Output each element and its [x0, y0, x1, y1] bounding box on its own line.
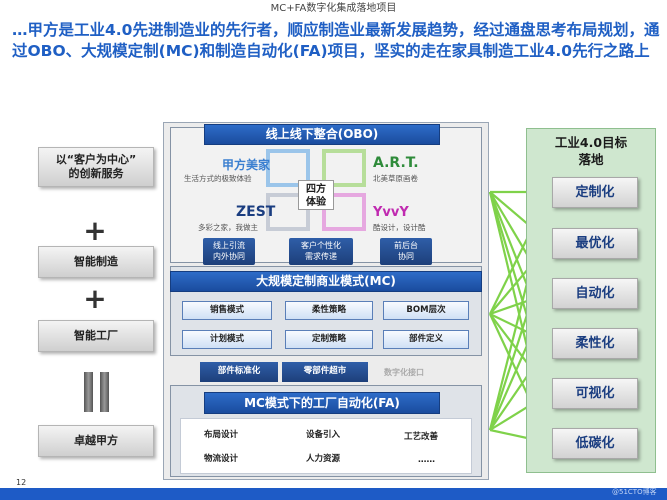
digital-interface-label: 数字化接口 — [384, 368, 424, 377]
obo-header: 线上线下整合(OBO) — [204, 124, 440, 145]
mc-cell-component-definition: 部件定义 — [383, 330, 469, 349]
slide-title: MC+FA数字化集成落地项目 — [270, 3, 397, 14]
equals-bar-right — [100, 372, 109, 412]
target-low-carbon: 低碳化 — [552, 428, 638, 459]
strip-component-standardization: 部件标准化 — [200, 362, 278, 382]
square-green — [322, 149, 366, 187]
fa-item-layout-design: 布局设计 — [204, 430, 239, 440]
equals-bar-left — [84, 372, 93, 412]
pill-front-back-coordination: 前后台 协同 — [380, 238, 432, 265]
mc-cell-sales-mode: 销售模式 — [182, 301, 272, 320]
quadrant-zest-subtitle: 多彩之家，我做主 — [198, 223, 258, 232]
strip-parts-supermarket: 零部件超市 — [282, 362, 368, 382]
quadrant-yvvy-title: YvvY — [373, 205, 409, 220]
target-panel-title: 工业4.0目标 落地 — [554, 135, 628, 167]
mc-cell-bom-level: BOM层次 — [383, 301, 469, 320]
headline: …甲方是工业4.0先进制造业的先行者，顺应制造业最新发展趋势，经过通盘思考布局规… — [12, 21, 660, 60]
quadrant-art-title: A.R.T. — [373, 155, 419, 171]
quadrant-art-subtitle: 北美草原画卷 — [373, 174, 418, 183]
target-visualization: 可视化 — [552, 378, 638, 409]
pill-personalized-demand: 客户个性化 需求传递 — [289, 238, 353, 265]
square-gray — [266, 193, 310, 231]
target-automation: 自动化 — [552, 278, 638, 309]
excellent-company-box: 卓越甲方 — [38, 425, 154, 457]
fa-item-human-resources: 人力资源 — [306, 454, 341, 464]
square-pink — [322, 193, 366, 231]
mc-cell-planning-mode: 计划模式 — [182, 330, 272, 349]
fa-item-process-improvement: 工艺改善 — [404, 432, 439, 442]
fa-item-ellipsis: …… — [418, 455, 435, 465]
mc-cell-flexible-strategy: 柔性策略 — [285, 301, 373, 320]
plus-sign-1: + — [83, 214, 107, 247]
quadrant-zest-title: ZEST — [236, 204, 276, 220]
pill-online-traffic: 线上引流 内外协同 — [203, 238, 255, 265]
four-square-graphic — [266, 149, 366, 231]
customer-centric-box: 以“客户为中心” 的创新服务 — [38, 147, 154, 187]
target-flexibility: 柔性化 — [552, 328, 638, 359]
square-blue — [266, 149, 310, 187]
quadrant-yvvy-subtitle: 酷设计，设计酷 — [373, 223, 426, 232]
quadrant-jiafang-title: 甲方美家 — [222, 158, 271, 172]
smart-manufacturing-box: 智能制造 — [38, 246, 154, 278]
page-number: 12 — [16, 478, 27, 487]
fa-header: MC模式下的工厂自动化(FA) — [204, 392, 440, 414]
target-customization: 定制化 — [552, 177, 638, 208]
fa-item-equipment-introduction: 设备引入 — [306, 430, 341, 440]
mc-cell-customization-strategy: 定制策略 — [285, 330, 373, 349]
mc-header: 大规模定制商业模式(MC) — [170, 271, 482, 292]
plus-sign-2: + — [83, 282, 107, 315]
watermark: @51CTO博客 — [612, 488, 657, 496]
fa-item-logistics-design: 物流设计 — [204, 454, 239, 464]
footer-bar — [0, 488, 667, 500]
four-party-experience: 四方 体验 — [298, 180, 334, 210]
target-optimization: 最优化 — [552, 228, 638, 259]
fa-items-area — [180, 418, 472, 474]
quadrant-jiafang-subtitle: 生活方式的极致体验 — [184, 174, 252, 183]
smart-factory-box: 智能工厂 — [38, 320, 154, 352]
